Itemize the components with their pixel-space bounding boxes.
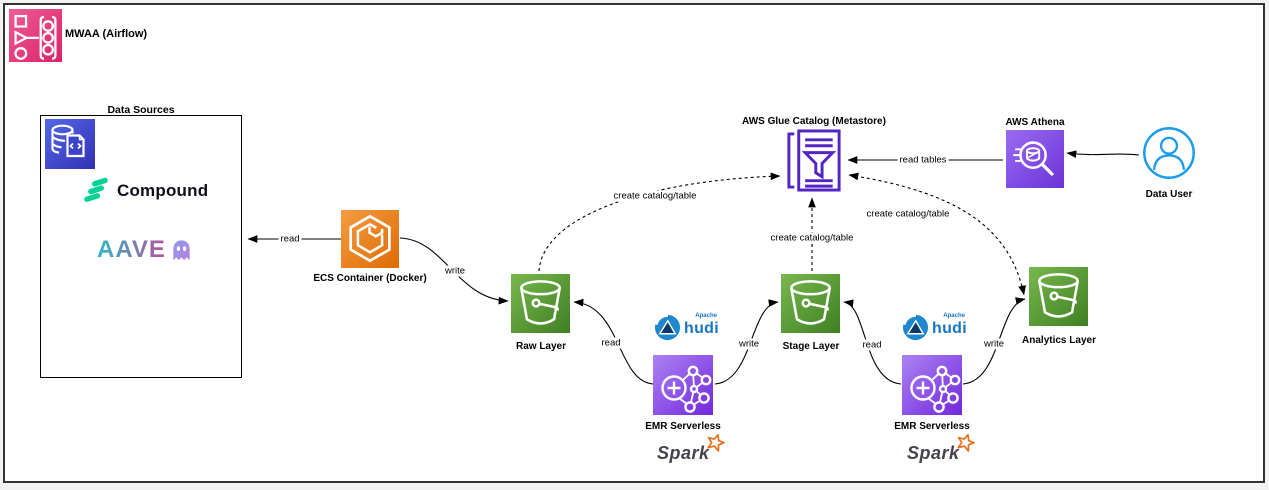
compound-logo[interactable]: Compound [83,177,208,204]
edge-label-write-stage: write [736,338,762,350]
mwaa-airflow-icon[interactable] [9,9,62,62]
emr-serverless-icon-1[interactable] [653,355,713,415]
edge-label-create-catalog-analytics: create catalog/table [864,208,952,220]
edge-label-read-stage: read [860,339,884,351]
s3-bucket-icon-analytics[interactable] [1029,267,1088,326]
glue-catalog-label: AWS Glue Catalog (Metastore) [742,116,886,127]
edge-label-read-sources: read [278,233,302,245]
edge-label-read-tables: read tables [897,154,949,166]
athena-label: AWS Athena [1005,117,1065,128]
edge-create-catalog-analytics [848,172,1026,296]
glue-catalog-icon[interactable] [785,129,843,192]
edge-label-create-catalog-raw: create catalog/table [611,190,699,202]
ecs-label: ECS Container (Docker) [313,273,427,284]
spark-logo-2[interactable]: Spark [907,433,975,464]
hudi-logo-2[interactable]: Apache hudi [901,312,967,342]
s3-bucket-icon-stage[interactable] [781,274,840,333]
compound-label: Compound [117,180,209,200]
data-user-label: Data User [1145,189,1193,200]
edge-user-athena [1066,150,1140,158]
spark-logo-1[interactable]: Spark [657,433,725,464]
edge-label-read-raw: read [599,337,623,349]
hudi-icon [654,312,681,340]
aave-label: AAVE [97,236,166,263]
emr-serverless-icon-2[interactable] [902,355,962,415]
spark-star-icon [707,433,725,452]
emr-serverless-label-1: EMR Serverless [645,421,721,432]
analytics-layer-label: Analytics Layer [1022,335,1096,346]
hudi-name-label: hudi [932,320,967,337]
spark-star-icon [957,433,975,452]
s3-bucket-icon-raw[interactable] [511,274,570,333]
spark-name-label: Spark [907,443,960,463]
hudi-apache-label: Apache [943,313,965,319]
hudi-logo-1[interactable]: Apache hudi [653,312,719,342]
data-user-icon[interactable] [1142,126,1196,186]
edge-label-write-analytics: write [981,338,1007,350]
aave-ghost-icon [173,239,190,260]
edge-label-write-raw: write [442,265,468,277]
aave-logo[interactable]: AAVE [97,236,194,264]
athena-icon[interactable] [1006,130,1064,188]
raw-layer-label: Raw Layer [515,341,567,352]
data-sources-title: Data Sources [107,104,175,116]
stage-layer-label: Stage Layer [782,341,840,352]
database-icon[interactable] [45,119,95,169]
emr-serverless-label-2: EMR Serverless [894,421,970,432]
edge-label-create-catalog-stage: create catalog/table [768,232,856,244]
ecs-container-icon[interactable] [341,210,399,268]
hudi-icon [902,312,929,340]
compound-icon [84,177,108,202]
diagram-canvas: MWAA (Airflow) Data Sources Compound AAV… [3,3,1265,483]
spark-name-label: Spark [657,443,710,463]
hudi-name-label: hudi [684,320,719,337]
mwaa-label: MWAA (Airflow) [65,28,148,40]
hudi-apache-label: Apache [695,313,717,319]
